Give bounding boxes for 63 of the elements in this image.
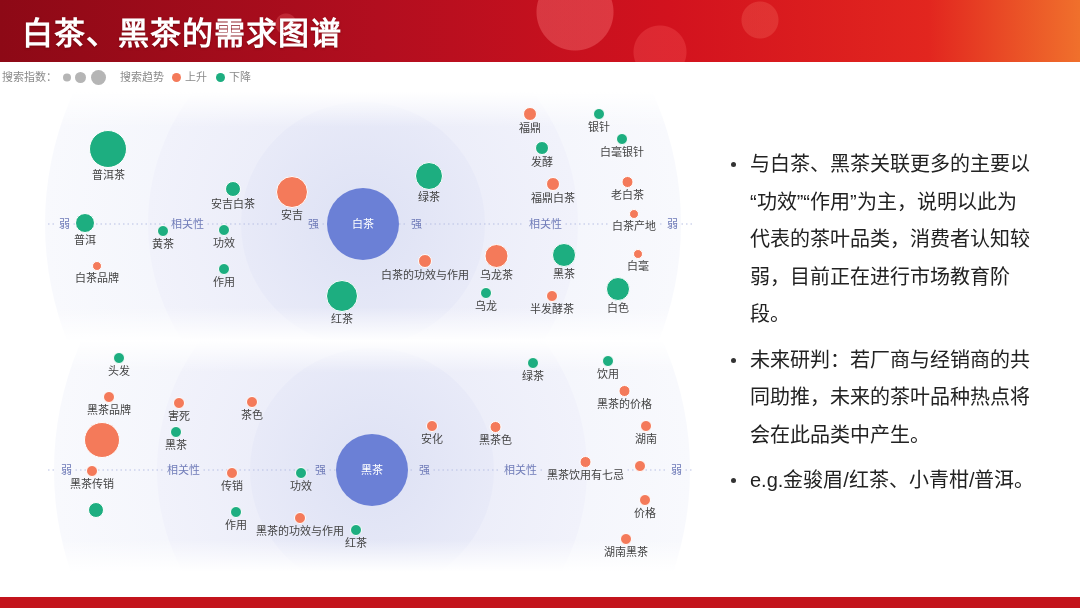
axis-label: 强: [418, 463, 430, 477]
bubble-label: 乌龙: [475, 300, 497, 313]
axis-label: 强: [410, 217, 422, 231]
bubble-label: 白茶品牌: [75, 272, 119, 285]
bubble-label: 普洱茶: [91, 169, 125, 182]
legend-text: 搜索指数：: [2, 70, 57, 84]
bubble-label: 黑茶的功效与作用: [256, 525, 344, 538]
axis-label: 强: [314, 463, 326, 477]
bubble-label: 白毫银针: [600, 146, 644, 159]
axis-label: 弱: [60, 463, 72, 477]
bubble-label: 白毫: [627, 260, 649, 273]
bubble-label: 黑茶: [553, 268, 575, 281]
axis-label: 弱: [666, 217, 678, 231]
bubble-label: 安吉白茶: [211, 198, 255, 211]
bubble-label: 绿茶: [522, 370, 544, 383]
bubble-label: 福鼎白茶: [531, 192, 575, 205]
bubble-label: 作用: [225, 519, 247, 532]
bubble-label: 普洱: [74, 234, 96, 247]
bubble-label: 黑茶饮用有七忌: [546, 469, 624, 482]
bubble-label: 头发: [108, 365, 130, 378]
bubble-label: 红茶: [345, 537, 367, 550]
bubble-label: 安化: [421, 433, 443, 446]
bubble-label: 福鼎: [519, 122, 541, 135]
bubble-label: 价格: [634, 507, 656, 520]
bubble-label: 传销: [221, 480, 243, 493]
bubble-label: 白茶产地: [612, 220, 656, 233]
bullet-text: 未来研判：若厂商与经销商的共同助推，未来的茶叶品种热点将会在此品类中产生。: [750, 347, 1031, 448]
bubble-label: 银针: [588, 121, 610, 134]
bubble-label: 黑茶色: [478, 434, 512, 447]
bubble-label: 黄茶: [152, 238, 174, 251]
bubble-label: 茶色: [241, 409, 263, 422]
bubble-label: 饮用: [597, 368, 619, 381]
bubble-label: 安吉: [281, 209, 303, 222]
bubble-label: 乌龙茶: [479, 269, 513, 282]
bubble-label: 黑茶的价格: [596, 398, 652, 411]
bubble-label: 半发酵茶: [530, 303, 574, 316]
bubble-label: 白色: [607, 302, 629, 315]
bubble-label: 发酵: [531, 156, 553, 169]
axis-label: 强: [307, 217, 319, 231]
bubble-label: 红茶: [331, 313, 353, 326]
bubble-label: 作用: [213, 276, 235, 289]
axis-label: 相关性: [528, 217, 562, 231]
axis-label: 弱: [670, 463, 682, 477]
bubble-label: 功效: [213, 237, 235, 250]
bubble-label: 绿茶: [418, 191, 440, 204]
bubble-label: 黑茶传销: [70, 478, 114, 491]
bullet-text: 与白茶、黑茶关联更多的主要以“功效”“作用”为主，说明以此为代表的茶叶品类，消费者认知较弱，目前正在进行市场教育阶段。: [750, 152, 1031, 327]
bubble-label: 湖南黑茶: [604, 546, 648, 559]
axis-label: 相关性: [166, 463, 200, 477]
axis-label: 相关性: [170, 217, 204, 231]
bubble-label: 功效: [290, 480, 312, 493]
bullet-text: e.g.金骏眉/红茶、小青柑/普洱。: [750, 468, 1036, 493]
legend-text: 上升: [185, 70, 207, 84]
bubble-label: 湖南: [635, 433, 657, 446]
axis-label: 相关性: [503, 463, 537, 477]
bubble-label: 黑茶: [165, 439, 187, 452]
legend-heading: 搜索趋势: [120, 70, 164, 84]
title: 白茶、黑茶的需求图谱: [22, 14, 342, 53]
bubble-label: 害死: [168, 410, 190, 423]
bubble-label: 白茶的功效与作用: [381, 269, 469, 282]
legend-text: 下降: [229, 70, 251, 84]
bubble-label: 黑茶品牌: [87, 404, 131, 417]
bubble-label: 老白茶: [610, 189, 644, 202]
